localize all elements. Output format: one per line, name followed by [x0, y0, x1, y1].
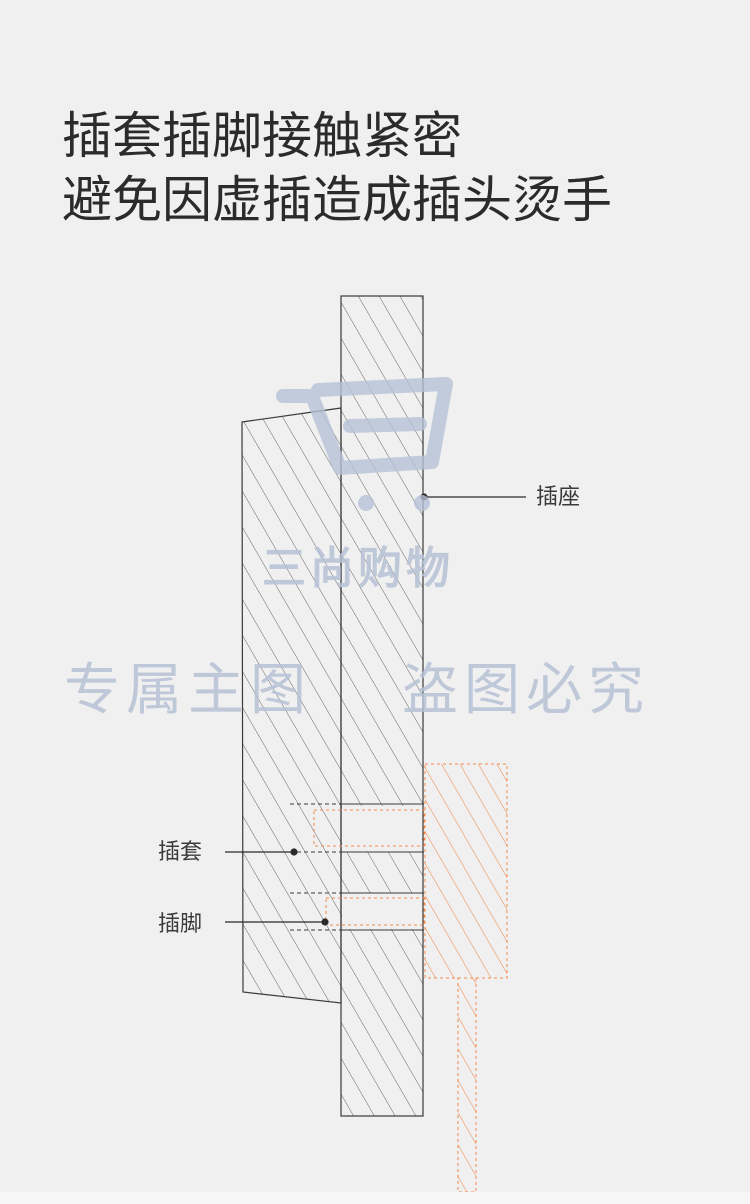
- label-sleeve: 插套: [158, 840, 203, 865]
- watermark-left: 专属主图: [64, 658, 312, 723]
- socket-body: [241, 407, 342, 1004]
- shopping-cart-icon: [276, 377, 453, 511]
- plug-body: [424, 763, 508, 1193]
- plug-pins: [313, 809, 425, 926]
- headline: 插套插脚接触紧密 避免因虚插造成插头烫手: [62, 104, 612, 232]
- label-socket: 插座: [536, 485, 581, 510]
- headline-line-2: 避免因虚插造成插头烫手: [62, 171, 612, 229]
- bottom-strip: [0, 1192, 750, 1204]
- watermark-brand: 三尚购物: [262, 543, 454, 594]
- watermark-right: 盗图必究: [402, 658, 650, 723]
- headline-line-1: 插套插脚接触紧密: [62, 107, 462, 165]
- sleeve-slots: [290, 803, 424, 931]
- label-pin: 插脚: [158, 912, 203, 937]
